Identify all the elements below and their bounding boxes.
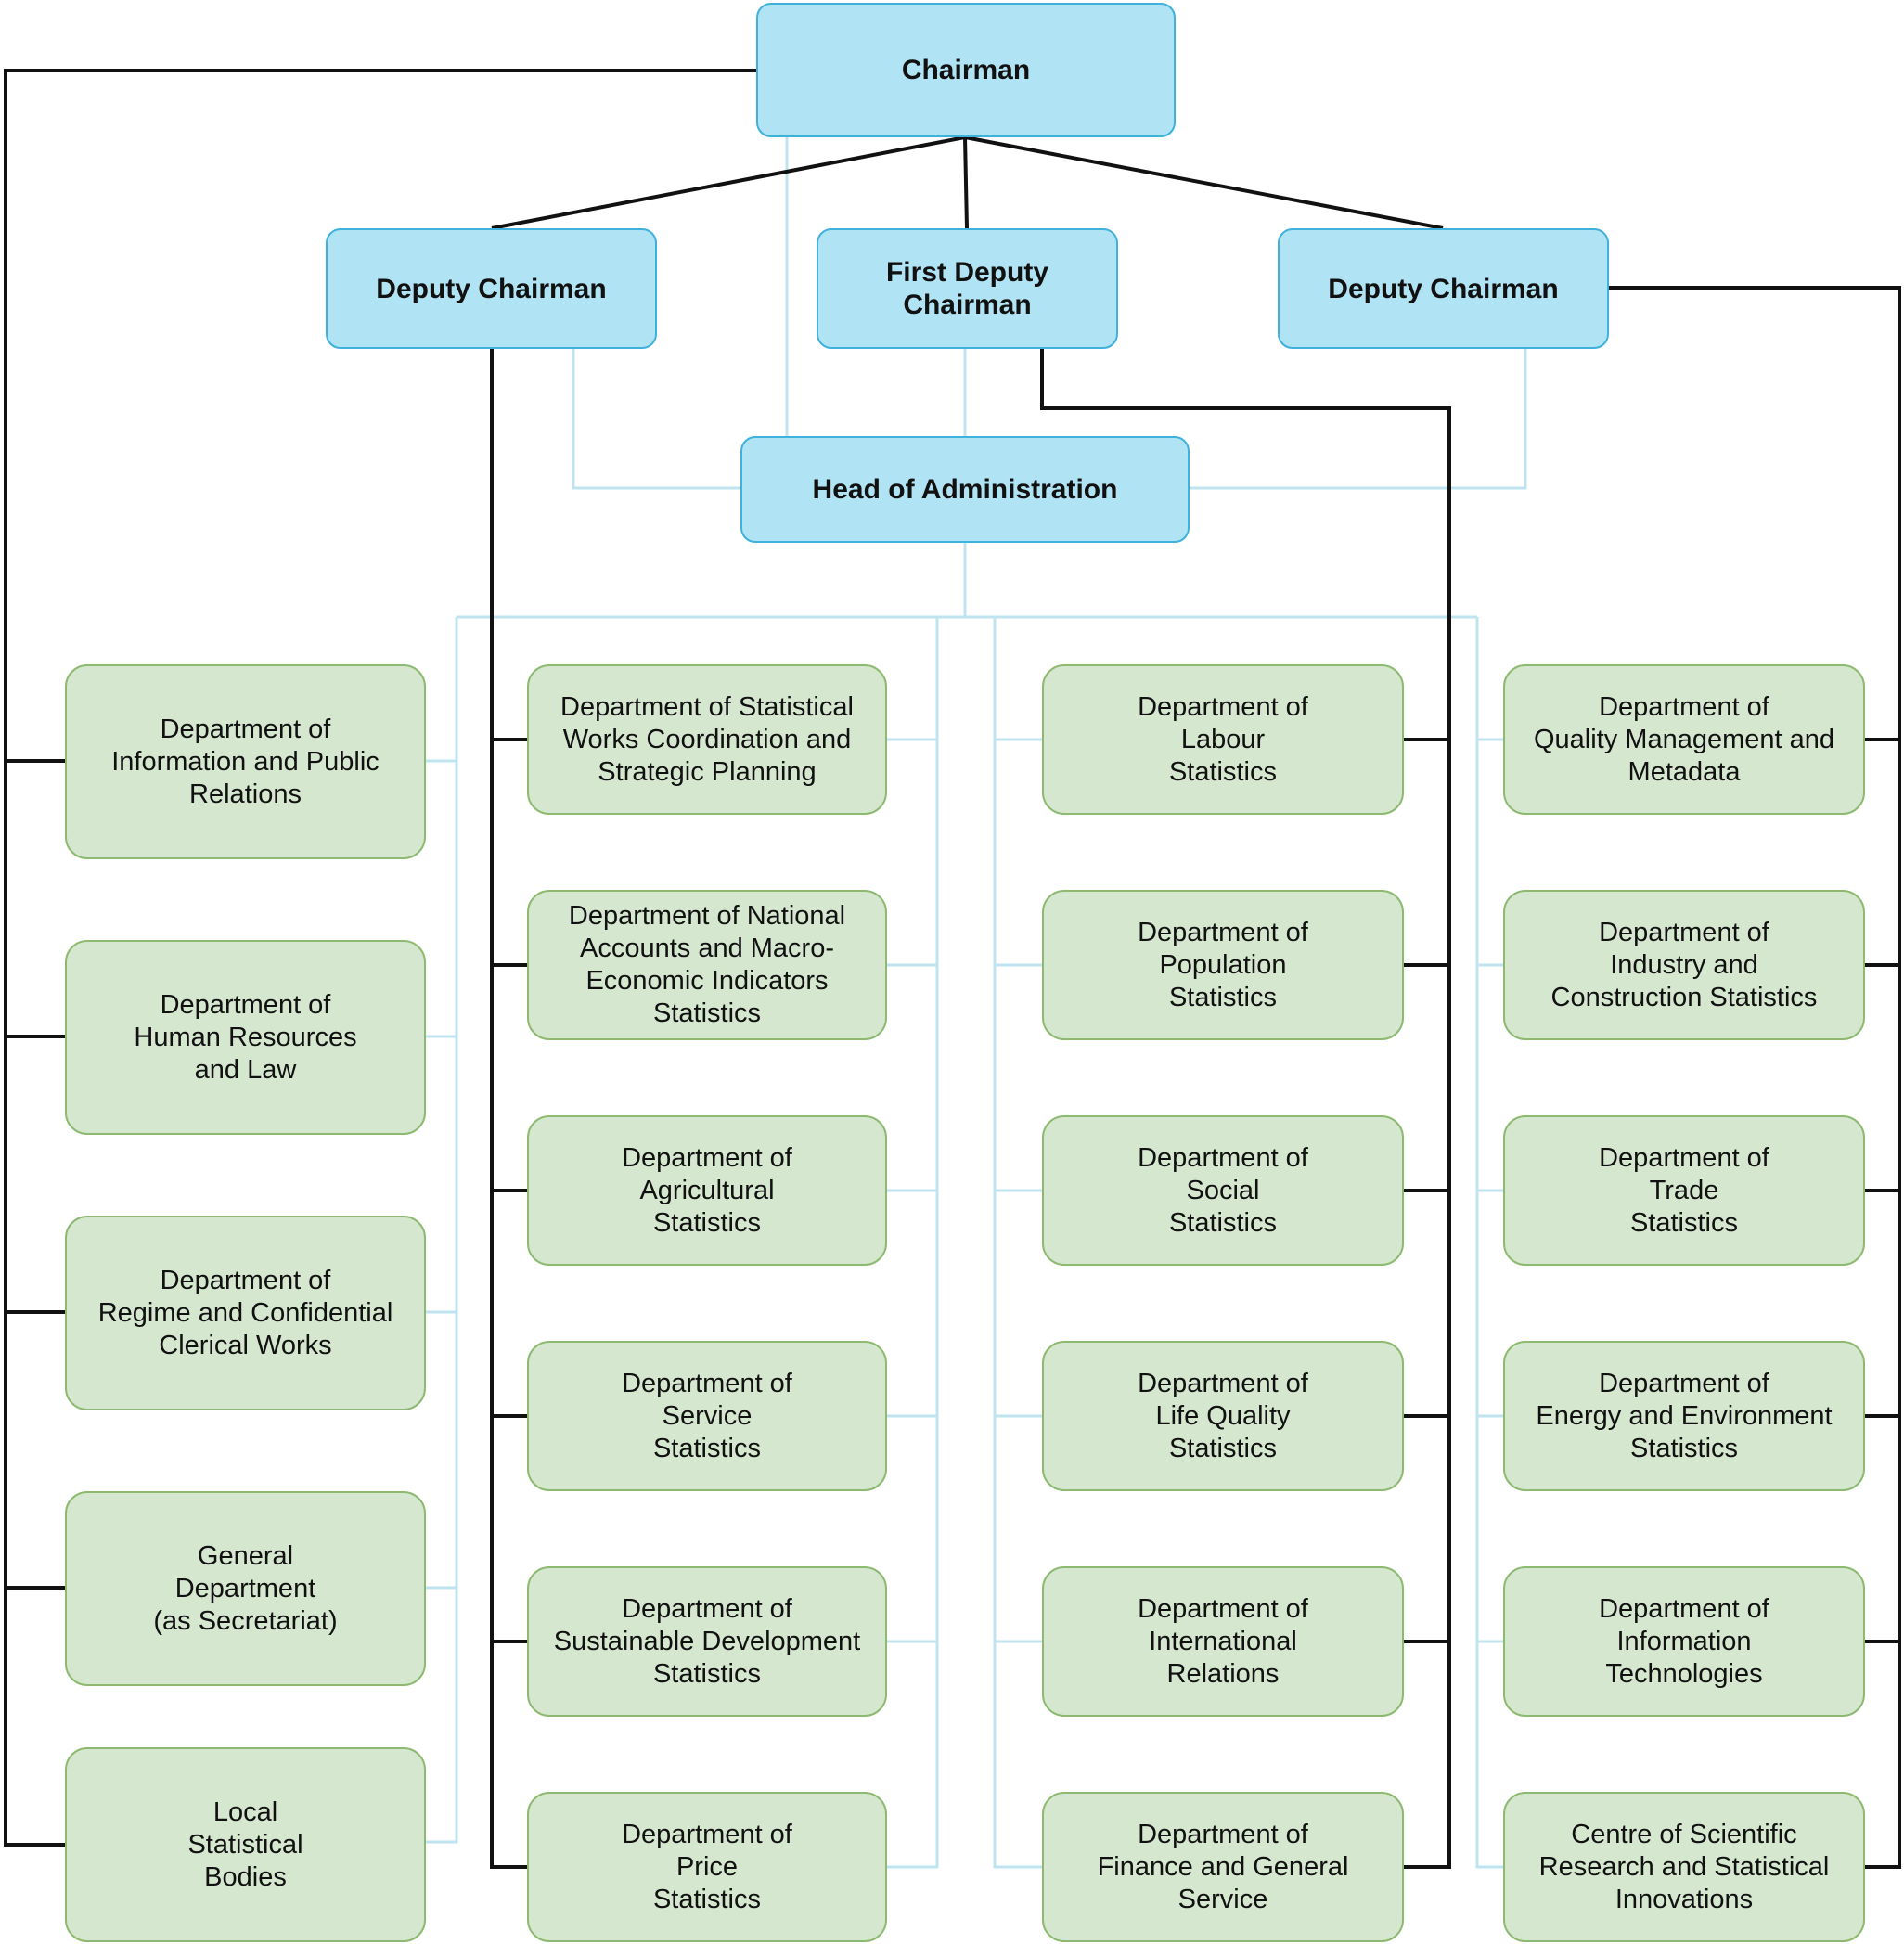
dept-energy-environment: Department of Energy and Environment Sta…: [1503, 1341, 1865, 1491]
dept-label: Department of Sustainable Development St…: [553, 1593, 861, 1689]
dept-sustainable-development: Department of Sustainable Development St…: [527, 1566, 887, 1717]
dept-label: Department of Agricultural Statistics: [622, 1142, 792, 1238]
dept-label: Department of Finance and General Servic…: [1097, 1819, 1349, 1914]
line-connectors: [4, 69, 1901, 1869]
dept-finance-general-service: Department of Finance and General Servic…: [1042, 1792, 1404, 1942]
dept-label: Department of Industry and Construction …: [1550, 917, 1818, 1012]
dept-price-statistics: Department of Price Statistics: [527, 1792, 887, 1942]
dept-label: Department of Trade Statistics: [1599, 1142, 1769, 1238]
dept-label: Department of International Relations: [1138, 1593, 1308, 1689]
dept-general-secretariat: General Department (as Secretariat): [65, 1491, 426, 1686]
first-deputy-chairman-box: First Deputy Chairman: [817, 228, 1118, 349]
centre-scientific-research: Centre of Scientific Research and Statis…: [1503, 1792, 1865, 1942]
dept-regime-confidential-clerical: Department of Regime and Confidential Cl…: [65, 1216, 426, 1410]
head-of-administration-label: Head of Administration: [812, 474, 1118, 505]
dept-labour-statistics: Department of Labour Statistics: [1042, 664, 1404, 815]
dept-label: Department of Human Resources and Law: [134, 989, 357, 1085]
dept-national-accounts: Department of National Accounts and Macr…: [527, 890, 887, 1040]
chairman-box: Chairman: [756, 3, 1176, 137]
dept-label: Department of Quality Management and Met…: [1533, 691, 1835, 787]
deputy-chairman-left-box: Deputy Chairman: [326, 228, 657, 349]
dept-statistical-works-coordination: Department of Statistical Works Coordina…: [527, 664, 887, 815]
dept-human-resources-law: Department of Human Resources and Law: [65, 940, 426, 1135]
dept-label: Department of Regime and Confidential Cl…: [97, 1265, 393, 1360]
dept-label: Department of Life Quality Statistics: [1138, 1368, 1308, 1463]
dept-label: Department of Information Technologies: [1599, 1593, 1769, 1689]
dept-population-statistics: Department of Population Statistics: [1042, 890, 1404, 1040]
dept-label: Department of Statistical Works Coordina…: [560, 691, 854, 787]
local-statistical-bodies: Local Statistical Bodies: [65, 1747, 426, 1942]
dept-label: Department of Information and Public Rel…: [111, 714, 380, 809]
dept-label: General Department (as Secretariat): [153, 1540, 338, 1636]
dept-industry-construction: Department of Industry and Construction …: [1503, 890, 1865, 1040]
chairman-label: Chairman: [901, 55, 1031, 85]
dept-label: Department of Service Statistics: [622, 1368, 792, 1463]
dept-international-relations: Department of International Relations: [1042, 1566, 1404, 1717]
dept-label: Department of Social Statistics: [1138, 1142, 1308, 1238]
dept-label: Centre of Scientific Research and Statis…: [1538, 1819, 1830, 1914]
dept-information-public-relations: Department of Information and Public Rel…: [65, 664, 426, 859]
admin-connectors: [426, 137, 1527, 1869]
deputy-chairman-left-label: Deputy Chairman: [376, 273, 607, 304]
dept-agricultural-statistics: Department of Agricultural Statistics: [527, 1115, 887, 1266]
dept-label: Local Statistical Bodies: [187, 1796, 303, 1892]
deputy-chairman-right-label: Deputy Chairman: [1328, 273, 1559, 304]
dept-quality-management-metadata: Department of Quality Management and Met…: [1503, 664, 1865, 815]
dept-label: Department of Energy and Environment Sta…: [1536, 1368, 1833, 1463]
dept-information-technologies: Department of Information Technologies: [1503, 1566, 1865, 1717]
dept-service-statistics: Department of Service Statistics: [527, 1341, 887, 1491]
dept-social-statistics: Department of Social Statistics: [1042, 1115, 1404, 1266]
dept-label: Department of Population Statistics: [1138, 917, 1308, 1012]
dept-life-quality-statistics: Department of Life Quality Statistics: [1042, 1341, 1404, 1491]
dept-label: Department of Price Statistics: [622, 1819, 792, 1914]
dept-label: Department of National Accounts and Macr…: [568, 901, 846, 1028]
head-of-administration-box: Head of Administration: [740, 436, 1190, 543]
dept-label: Department of Labour Statistics: [1138, 691, 1308, 787]
first-deputy-chairman-label: First Deputy Chairman: [885, 257, 1049, 320]
deputy-chairman-right-box: Deputy Chairman: [1278, 228, 1609, 349]
dept-trade-statistics: Department of Trade Statistics: [1503, 1115, 1865, 1266]
